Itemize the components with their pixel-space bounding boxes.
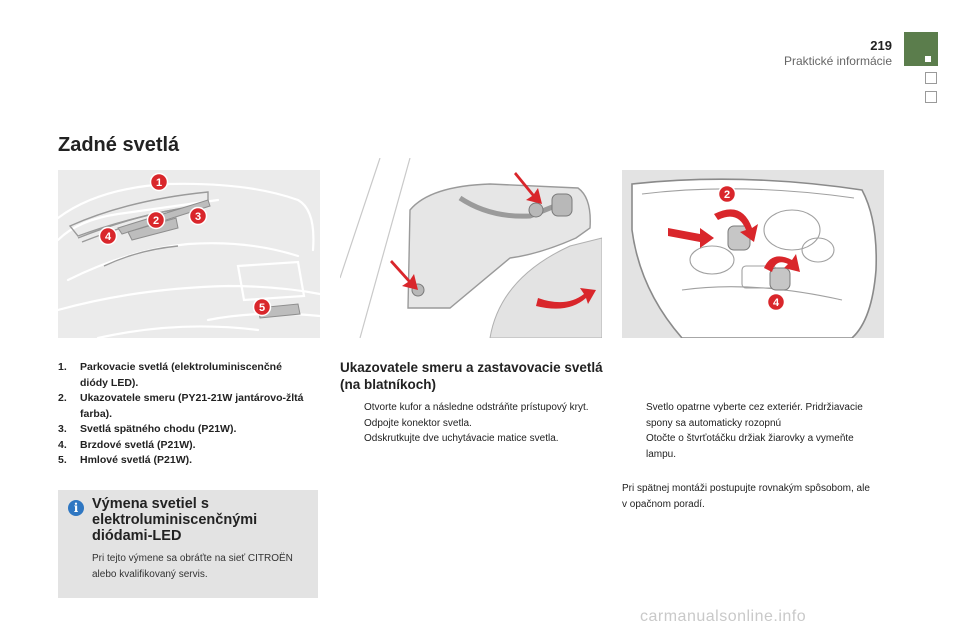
info-box-text: Pri tejto výmene sa obráťte na sieť CITR… [92,553,293,580]
callout-2-lamp: 2 [724,189,730,201]
legend-item: 3.Svetlá spätného chodu (P21W). [58,423,237,435]
section-tab [904,32,938,66]
step-item: Otočte o štvrťotáčku držiak žiarovky a v… [646,433,854,460]
step-item: Otvorte kufor a následne odstráňte príst… [364,402,589,413]
reassembly-note: Pri spätnej montáži postupujte rovnakým … [622,483,870,510]
illustration-trunk-access [340,158,602,338]
callout-4: 4 [105,231,112,243]
callout-1: 1 [156,177,162,189]
fender-lamps-heading: Ukazovatele smeru a zastavovacie svetlá … [340,360,603,392]
illustration-rear-lamps: 1 2 3 4 5 [58,170,320,338]
tab-marker-empty-1 [925,72,937,84]
watermark: carmanualsonline.info [640,608,807,625]
illustration-lamp-unit: 2 4 [622,170,884,338]
lamp-legend: 1.Parkovacie svetlá (elektroluminiscenčn… [58,360,308,469]
info-box-title: Výmena svetiel s elektroluminiscenčnými … [92,496,258,544]
legend-item: 4.Brzdové svetlá (P21W). [58,438,196,451]
callout-5: 5 [259,302,265,314]
lamp-removal-steps: Svetlo opatrne vyberte cez exteriér. Pri… [622,400,872,462]
tab-marker-icon [925,56,931,62]
page-title: Zadné svetlá [58,134,180,156]
step-item: Svetlo opatrne vyberte cez exteriér. Pri… [646,402,863,429]
info-icon: i [68,500,84,516]
led-info-box: i Výmena svetiel s elektroluminiscenčným… [58,490,318,598]
page-number: 219 [870,38,892,53]
fender-lamps-steps: Otvorte kufor a následne odstráňte príst… [340,400,590,447]
step-item: Odpojte konektor svetla. [364,417,472,429]
legend-item: 1.Parkovacie svetlá (elektroluminiscenčn… [58,361,282,389]
callout-4-lamp: 4 [773,297,780,309]
tab-marker-empty-2 [925,91,937,103]
step-item: Odskrutkujte dve uchytávacie matice svet… [364,433,559,444]
legend-item: 5.Hmlové svetlá (P21W). [58,454,193,466]
callout-2: 2 [153,215,159,227]
callout-3: 3 [195,211,201,223]
section-title: Praktické informácie [783,54,892,68]
legend-item: 2.Ukazovatele smeru (PY21-21W jantárovo-… [58,392,304,420]
